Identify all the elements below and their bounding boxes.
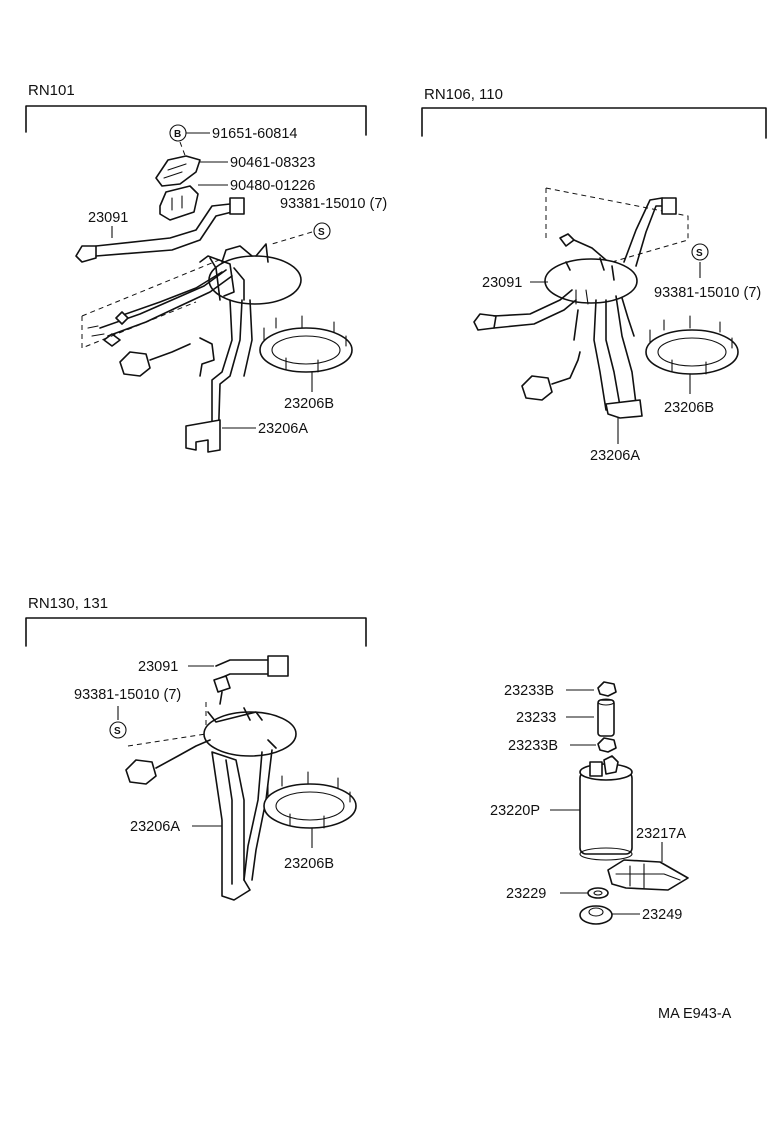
label-hose-23233: 23233 xyxy=(516,710,556,726)
label-clamp-90461: 90461-08323 xyxy=(230,155,315,171)
label-filter-23217a: 23217A xyxy=(636,826,686,842)
sender-plate-rn130 xyxy=(203,707,297,757)
label-bracket-90480: 90480-01226 xyxy=(230,178,315,194)
sender-plate-rn106 xyxy=(544,257,638,305)
label-bracket-23206a-rn106: 23206A xyxy=(590,448,640,464)
bolt-marker-b: B xyxy=(169,124,187,142)
svg-text:S: S xyxy=(318,227,325,238)
label-bracket-23206a-rn101: 23206A xyxy=(258,421,308,437)
group-bracket-rn130 xyxy=(25,617,367,647)
connector-rn130 xyxy=(125,739,211,785)
clip-top-part xyxy=(597,681,617,697)
svg-text:B: B xyxy=(174,129,181,140)
screw-marker-s-rn130: S xyxy=(109,721,127,739)
section-rn106: RN106, 110 23091 xyxy=(421,86,767,464)
washer-part xyxy=(587,887,609,899)
svg-text:S: S xyxy=(114,726,121,737)
clamp-part xyxy=(155,155,201,187)
group-bracket-rn106 xyxy=(421,107,767,139)
hose-23091-rn130 xyxy=(213,655,289,705)
bracket-23206a-rn130 xyxy=(211,749,273,901)
gasket-23206b-rn130 xyxy=(263,771,357,829)
section-pump: 23233B 23233 23233B 23220P xyxy=(490,681,689,925)
label-hose-23091-rn130: 23091 xyxy=(138,659,178,675)
bracket-23206a-rn101 xyxy=(185,299,253,453)
label-screw-93381-rn101: 93381-15010 (7) xyxy=(280,196,387,212)
label-hose-23091-rn106: 23091 xyxy=(482,275,522,291)
section-rn101: RN101 B 91651-60814 90461-08323 90480-01… xyxy=(25,82,387,453)
gasket-23206b-rn101 xyxy=(259,315,353,373)
filter-part xyxy=(607,859,689,891)
connector-rn106 xyxy=(521,351,581,401)
section-rn130: RN130, 131 23091 93381-15010 (7) S xyxy=(25,595,367,901)
svg-text:S: S xyxy=(696,248,703,259)
section-title-rn130: RN130, 131 xyxy=(28,595,108,612)
screw-marker-s-rn101: S xyxy=(313,222,331,240)
label-gasket-23206b-rn130: 23206B xyxy=(284,856,334,872)
label-bracket-23206a-rn130: 23206A xyxy=(130,819,180,835)
cushion-part xyxy=(579,905,613,925)
section-title-rn101: RN101 xyxy=(28,82,75,99)
label-hose-23091-rn101: 23091 xyxy=(88,210,128,226)
clip-bottom-part xyxy=(597,737,617,753)
label-pump-23220p: 23220P xyxy=(490,803,540,819)
bracket-part xyxy=(159,185,199,221)
fuel-hose-part xyxy=(597,698,615,737)
label-gasket-23206b-rn101: 23206B xyxy=(284,396,334,412)
label-gasket-23206b-rn106: 23206B xyxy=(664,400,714,416)
bracket-23206a-rn106 xyxy=(573,295,643,419)
sender-wires-rn101 xyxy=(87,269,233,347)
label-cushion-23249: 23249 xyxy=(642,907,682,923)
hose-23091-rn101 xyxy=(75,197,245,263)
label-washer-23229: 23229 xyxy=(506,886,546,902)
fuel-pump-part xyxy=(579,755,633,861)
connector-rn101 xyxy=(119,343,191,377)
wire-plug-rn106 xyxy=(559,233,607,261)
sender-plate-rn101 xyxy=(199,243,302,305)
group-bracket-rn101 xyxy=(25,105,367,136)
label-screw-93381-rn106: 93381-15010 (7) xyxy=(654,285,761,301)
section-title-rn106: RN106, 110 xyxy=(424,86,503,103)
label-screw-93381-rn130: 93381-15010 (7) xyxy=(74,687,181,703)
screw-marker-s-rn106: S xyxy=(691,243,709,261)
label-clip-23233b-top: 23233B xyxy=(504,683,554,699)
diagram-code: MA E943-A xyxy=(658,1006,732,1022)
label-clip-23233b-bottom: 23233B xyxy=(508,738,558,754)
label-bolt-91651: 91651-60814 xyxy=(212,126,297,142)
upper-hose-rn106 xyxy=(623,197,677,267)
gasket-23206b-rn106 xyxy=(645,315,739,375)
hose-23091-rn106 xyxy=(473,289,577,331)
